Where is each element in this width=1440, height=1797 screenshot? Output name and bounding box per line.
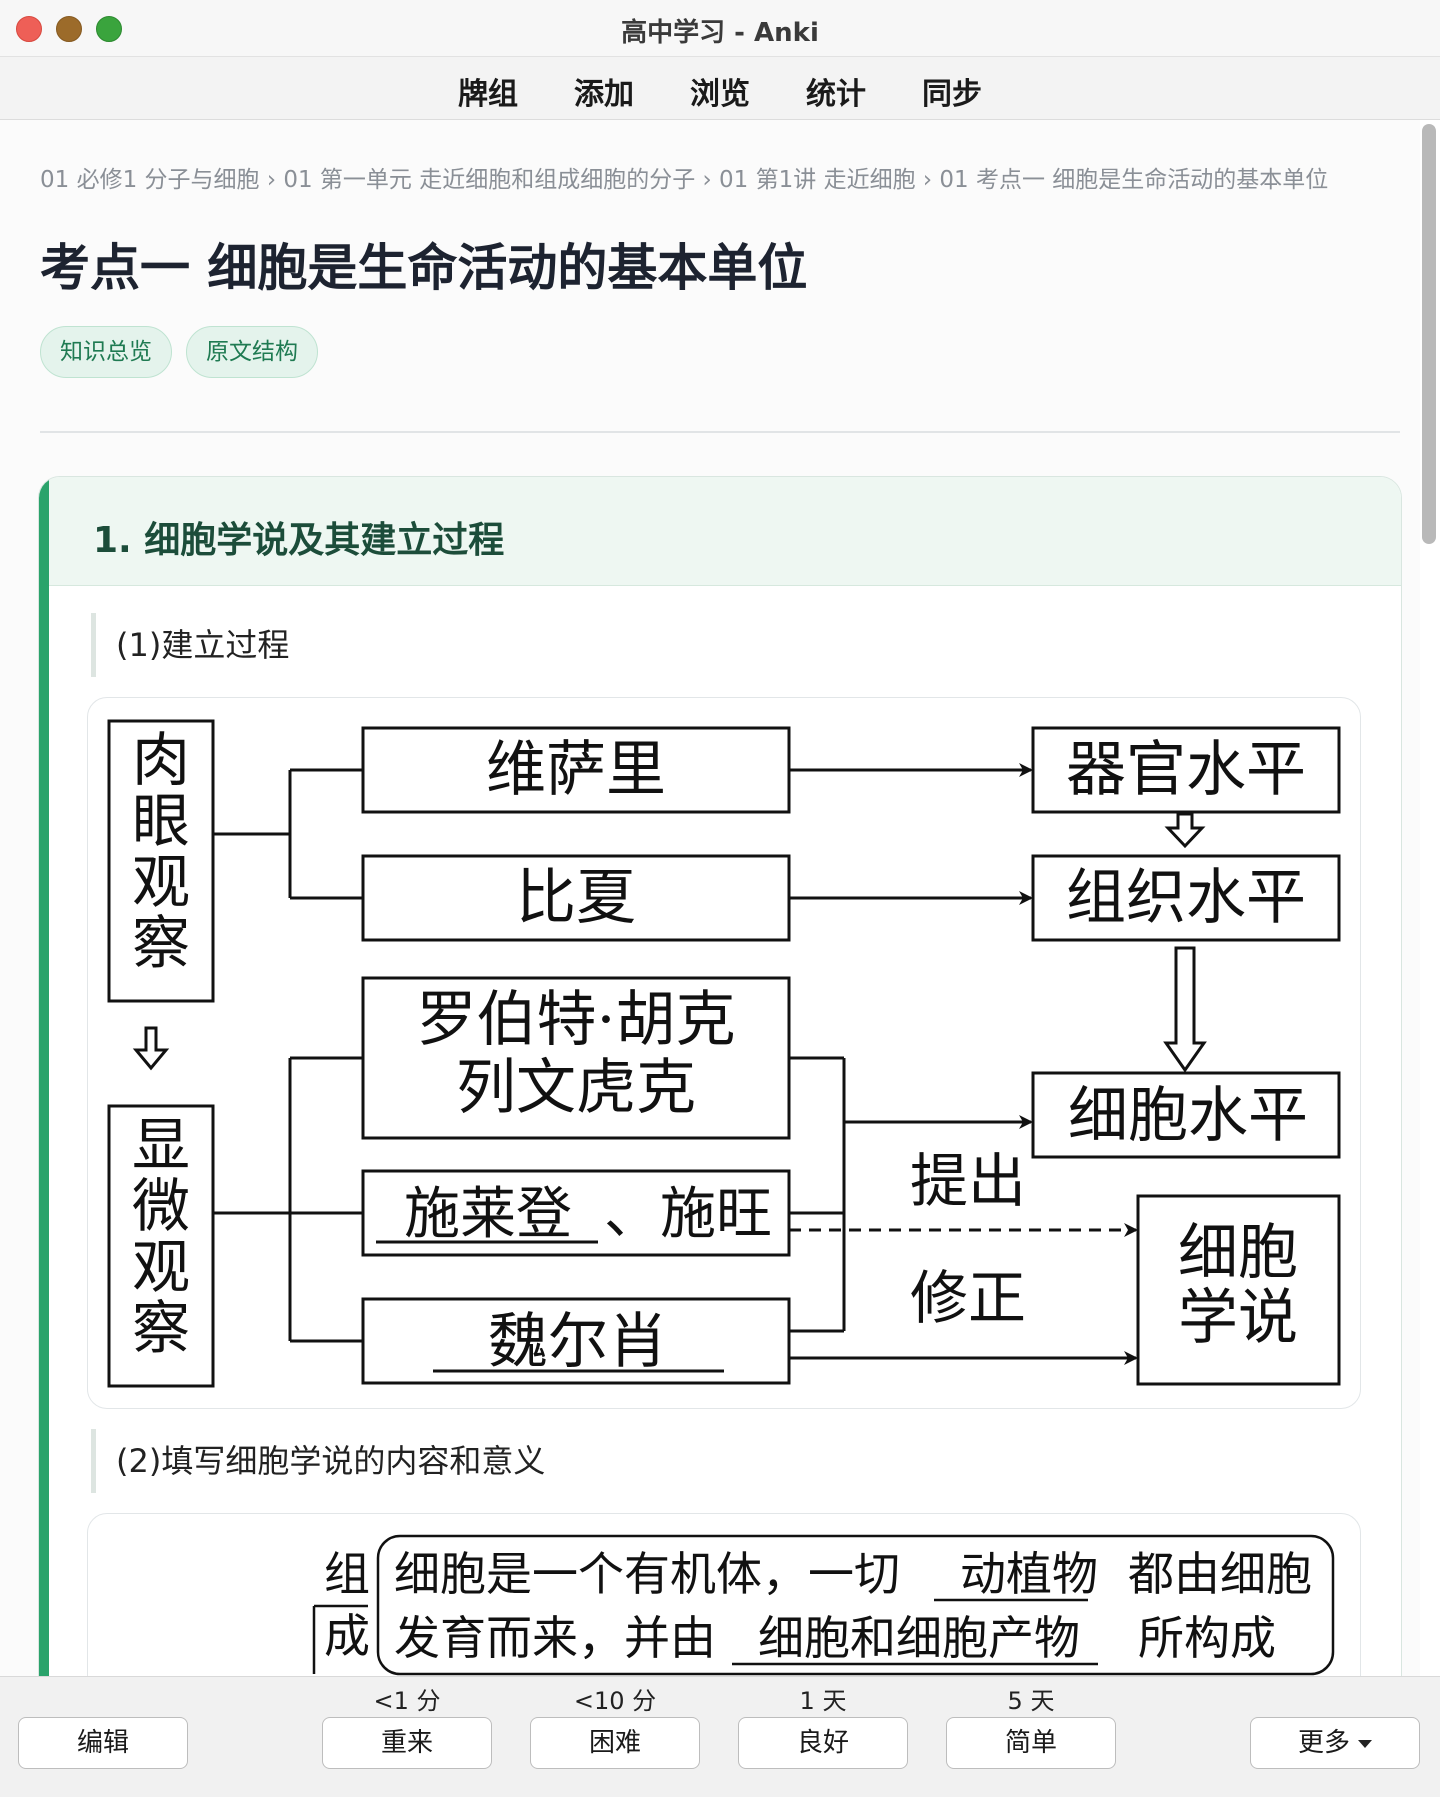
box-cell-theory [1136,1194,1341,1386]
svg-text:眼: 眼 [132,787,190,855]
menu-browse[interactable]: 浏览 [690,77,750,112]
section-card: 1. 细胞学说及其建立过程 (1)建立过程 [38,476,1402,1676]
level-tissue: 组织水平 [1066,863,1306,933]
interval-hard: <10 分 [573,1687,657,1715]
svg-text:显: 显 [132,1111,190,1179]
good-button[interactable]: 良好 [738,1717,908,1769]
menu-add[interactable]: 添加 [574,77,634,112]
edit-button[interactable]: 编辑 [18,1717,188,1769]
zoom-window-button[interactable] [96,16,122,42]
answer-bar: 编辑 <1 分 重来 <10 分 困难 1 天 良好 5 天 简单 更多 [0,1676,1440,1797]
subsection-heading-2: (2)填写细胞学说的内容和意义 [91,1429,545,1493]
content-line2-a: 发育而来，并由 [394,1611,716,1665]
level-organ: 器官水平 [1066,735,1306,805]
interval-again: <1 分 [373,1687,441,1715]
tag-source-structure[interactable]: 原文结构 [186,326,318,378]
theory-line-1: 细胞 [1178,1218,1298,1288]
svg-text:察: 察 [132,909,190,977]
label-propose: 提出 [910,1147,1026,1215]
label-composition-1: 组 [324,1547,370,1601]
scientist-schwann: 、施旺 [604,1182,772,1247]
label-revise: 修正 [910,1264,1026,1332]
card-header: 1. 细胞学说及其建立过程 [49,477,1401,586]
menu-sync[interactable]: 同步 [922,77,982,112]
box-organ-level [1031,726,1341,814]
window-title: 高中学习 - Anki [621,18,819,48]
content-line2-answer: 细胞和细胞产物 [758,1611,1080,1665]
page-title: 考点一 细胞是生命活动的基本单位 [40,239,808,297]
menu-decks[interactable]: 牌组 [458,77,518,112]
svg-text:察: 察 [132,1294,190,1362]
scientist-vesalius: 维萨里 [486,735,666,805]
box-cell-level [1031,1071,1341,1159]
window-titlebar: 高中学习 - Anki [0,0,1440,57]
content-line1-b: 都由细胞 [1128,1547,1312,1601]
level-cell: 细胞水平 [1068,1081,1308,1151]
figure-establishment-process: 肉 眼 观 察 显 微 观 察 维萨里 比夏 罗伯特·胡克 列文虎克 施莱登 、… [87,697,1361,1409]
scientist-bichat: 比夏 [516,863,636,933]
content-line1-answer: 动植物 [960,1547,1098,1601]
scientist-schleiden: 施莱登 [404,1182,572,1247]
breadcrumb: 01 必修1 分子与细胞 › 01 第一单元 走近细胞和组成细胞的分子 › 01… [40,167,1329,193]
box-tissue-level [1031,854,1341,942]
left-top-char: 肉 [132,726,190,794]
easy-button[interactable]: 简单 [946,1717,1116,1769]
content-line1-a: 细胞是一个有机体，一切 [394,1547,900,1601]
svg-text:观: 观 [132,848,190,916]
scientist-leeuwenhoek: 列文虎克 [456,1053,696,1123]
box-naked-eye [107,719,215,1003]
chevron-down-icon [1358,1739,1372,1748]
tag-overview[interactable]: 知识总览 [40,326,172,378]
again-button[interactable]: 重来 [322,1717,492,1769]
process-diagram: 肉 眼 观 察 显 微 观 察 维萨里 比夏 罗伯特·胡克 列文虎克 施莱登 、… [107,719,1341,1388]
label-composition-2: 成 [324,1609,370,1663]
close-window-button[interactable] [16,16,42,42]
scientist-hooke: 罗伯特·胡克 [416,985,735,1055]
minimize-window-button[interactable] [56,16,82,42]
theory-line-2: 学说 [1178,1283,1298,1353]
subsection-heading-1: (1)建立过程 [91,613,289,677]
divider [40,431,1400,433]
interval-easy: 5 天 [1007,1687,1055,1715]
card-title: 1. 细胞学说及其建立过程 [93,520,505,561]
card-accent-bar [39,477,49,1676]
vertical-scrollbar[interactable] [1422,124,1436,544]
box-microscope [107,1104,215,1388]
down-arrow-icon [1164,812,1206,849]
svg-text:微: 微 [132,1172,190,1240]
cell-theory-content-diagram: 组 成 细胞是一个有机体，一切 动植物 都由细胞 发育而来，并由 细胞和细胞产物… [312,1534,1335,1676]
down-arrow-icon [1163,946,1207,1073]
svg-text:观: 观 [132,1233,190,1301]
main-toolbar: 牌组 添加 浏览 统计 同步 [0,57,1440,120]
hard-button[interactable]: 困难 [530,1717,700,1769]
menu-stats[interactable]: 统计 [806,77,866,112]
interval-good: 1 天 [799,1687,847,1715]
card-content-area[interactable]: 01 必修1 分子与细胞 › 01 第一单元 走近细胞和组成细胞的分子 › 01… [0,120,1420,1676]
content-line2-b: 所构成 [1138,1611,1276,1665]
figure-cell-theory-content: 组 成 细胞是一个有机体，一切 动植物 都由细胞 发育而来，并由 细胞和细胞产物… [87,1513,1361,1676]
more-button[interactable]: 更多 [1250,1717,1420,1769]
more-button-label: 更多 [1297,1728,1350,1758]
down-arrow-icon [132,1026,170,1071]
scientist-virchow: 魏尔肖 [488,1307,668,1377]
